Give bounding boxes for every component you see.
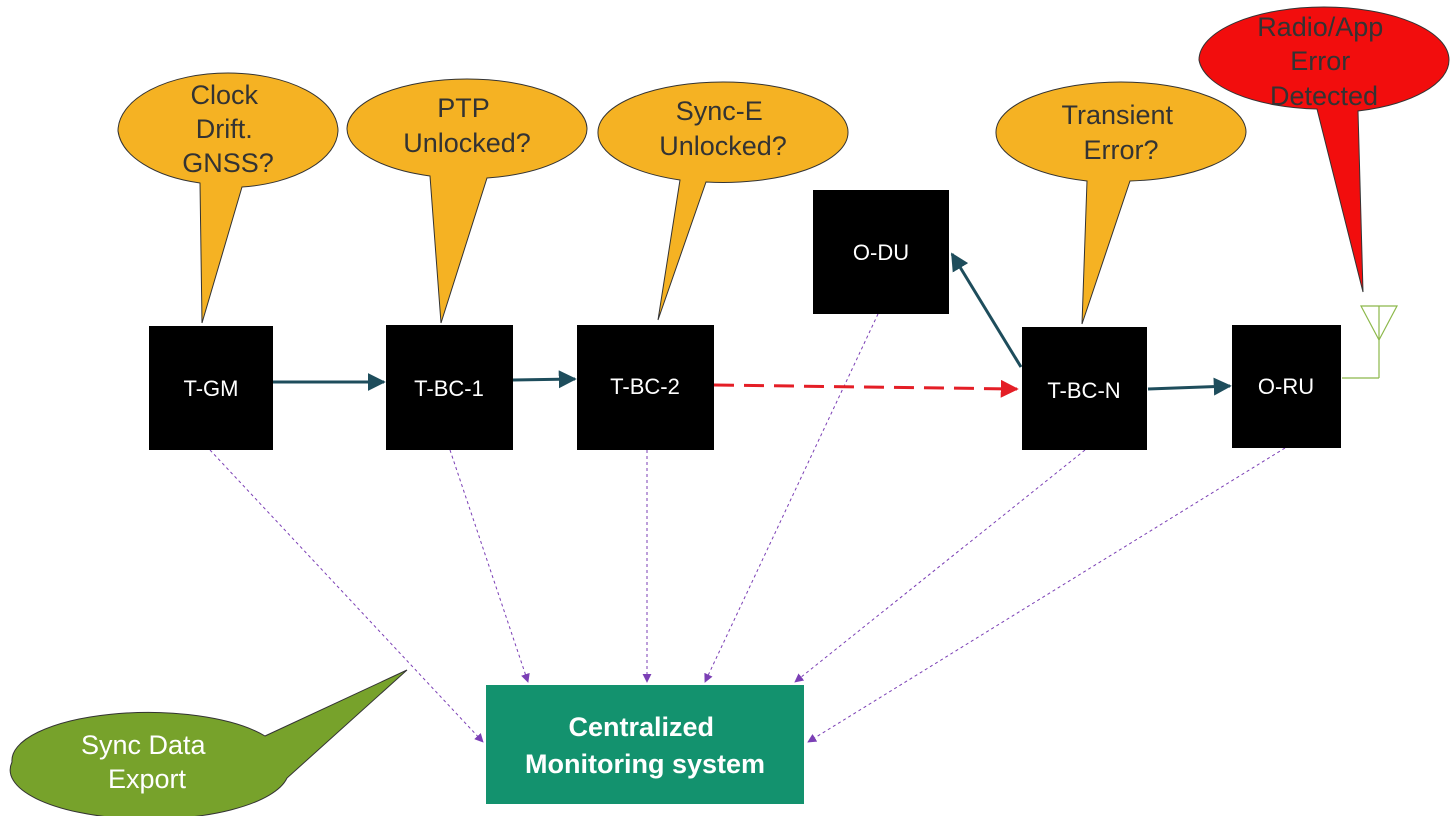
node-o-du-label: O-DU	[853, 240, 909, 265]
svg-text:Radio/App Error De: Radio/App Error Detected	[1257, 12, 1391, 111]
monitor-link-tbc1	[449, 449, 530, 683]
link-tbc1-tbc2	[512, 370, 577, 389]
callout-transient-line1: Transient	[1061, 100, 1173, 130]
callout-sync-e-unlocked: Sync-E Unlocked?	[597, 81, 849, 321]
callout-radio-app-error: Radio/App Error Detected	[1198, 6, 1450, 293]
node-t-bc-1: T-BC-1	[386, 325, 513, 450]
link-tbcn-oru	[1147, 377, 1232, 396]
node-o-ru: O-RU	[1232, 325, 1341, 448]
callout-clock-line3: GNSS?	[182, 148, 274, 178]
monitor-link-oru	[807, 447, 1286, 743]
callout-clock-drift: Clock Drift. GNSS?	[117, 72, 339, 324]
node-t-bc-n: T-BC-N	[1022, 327, 1147, 450]
svg-text:Sync Data Export: Sync Data Export	[81, 730, 213, 794]
monitor-link-tgm	[209, 449, 484, 743]
node-t-bc-1-label: T-BC-1	[414, 376, 484, 401]
callout-ptp-unlocked: PTP Unlocked?	[346, 78, 588, 324]
callout-ptp-line1: PTP	[437, 93, 489, 123]
monitor-links	[209, 313, 1286, 743]
callout-radio-line2: Error	[1290, 46, 1350, 76]
callout-transient-error: Transient Error?	[995, 81, 1247, 325]
svg-text:Transient Error?: Transient Error?	[1061, 100, 1180, 165]
monitor-line2: Monitoring system	[525, 749, 765, 779]
callout-radio-line3: Detected	[1270, 81, 1378, 111]
callout-sync-data-export: Sync Data Export	[9, 669, 408, 816]
callout-synce-line2: Unlocked?	[659, 131, 787, 161]
node-t-gm: T-GM	[149, 326, 273, 450]
svg-text:Clock Drift. GNSS?: Clock Drift. GNSS?	[182, 80, 274, 178]
callout-export-line1: Sync Data	[81, 730, 207, 760]
callout-clock-line2: Drift.	[196, 114, 253, 144]
node-t-bc-n-label: T-BC-N	[1047, 378, 1120, 403]
link-tbcn-odu	[950, 252, 1023, 368]
callout-transient-line2: Error?	[1083, 135, 1158, 165]
callout-synce-line1: Sync-E	[676, 96, 763, 126]
svg-text:PTP Unlocked?: PTP Unlocked?	[403, 93, 531, 158]
node-o-ru-label: O-RU	[1258, 374, 1314, 399]
node-o-du: O-DU	[813, 190, 949, 314]
svg-text:Centralized Monitoring s: Centralized Monitoring system	[525, 712, 765, 779]
callout-ptp-line2: Unlocked?	[403, 128, 531, 158]
centralized-monitoring-system: Centralized Monitoring system	[486, 685, 804, 804]
monitor-link-tbcn	[794, 449, 1086, 683]
node-t-gm-label: T-GM	[184, 376, 239, 401]
antenna-icon	[1342, 305, 1398, 379]
callout-export-line2: Export	[108, 764, 187, 794]
link-tbc2-tbcn-dashed	[713, 379, 1019, 398]
node-t-bc-2-label: T-BC-2	[610, 374, 680, 399]
monitor-link-odu	[704, 313, 879, 683]
svg-text:Sync-E Unlocked?: Sync-E Unlocked?	[659, 96, 787, 161]
node-t-bc-2: T-BC-2	[577, 325, 714, 450]
monitor-line1: Centralized	[568, 712, 714, 742]
callout-radio-line1: Radio/App	[1257, 12, 1383, 42]
callout-clock-line1: Clock	[190, 80, 258, 110]
